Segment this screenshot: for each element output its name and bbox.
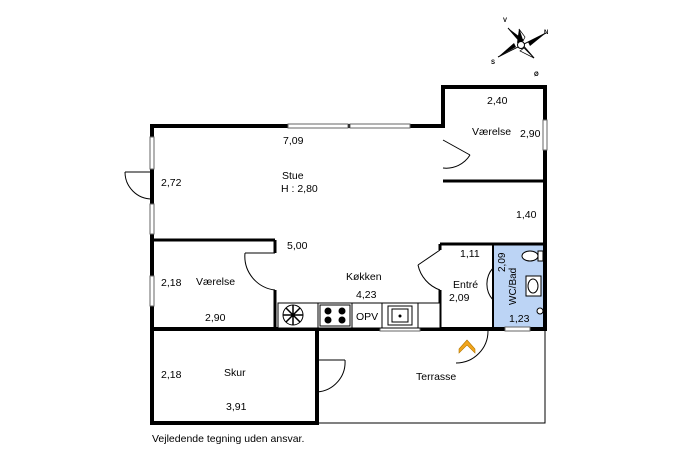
vaerelse-left-width-dim: 2,90 bbox=[205, 312, 226, 324]
stue-kokken-dim: 5,00 bbox=[287, 240, 308, 252]
terrasse-label: Terrasse bbox=[416, 371, 456, 383]
stue-width-dim: 7,09 bbox=[283, 135, 304, 147]
wc-width-dim: 1,23 bbox=[509, 313, 530, 325]
doors bbox=[124, 139, 494, 393]
vaerelse-top-label: Værelse bbox=[472, 126, 511, 138]
vaerelse-left-depth-dim: 2,18 bbox=[161, 277, 182, 289]
entre-depth-dim: 2,09 bbox=[449, 292, 470, 304]
compass-o-label: Ø bbox=[534, 72, 539, 78]
windows bbox=[149, 119, 548, 332]
entre-width-dim: 1,11 bbox=[460, 248, 480, 260]
skur-label: Skur bbox=[224, 367, 246, 379]
stove-icon bbox=[319, 304, 351, 327]
stue-height-label: H : 2,80 bbox=[281, 183, 318, 195]
stue-label: Stue bbox=[282, 170, 304, 182]
compass-s-label: S bbox=[491, 60, 495, 66]
washbasin-icon bbox=[525, 275, 542, 297]
compass-rose-icon: V N S Ø bbox=[491, 18, 548, 78]
skur-width-dim: 3,91 bbox=[226, 401, 247, 413]
compass-v-label: V bbox=[503, 18, 507, 24]
ventilation-fan-icon bbox=[282, 304, 304, 326]
corridor-depth-dim: 1,40 bbox=[516, 209, 537, 221]
toilet-icon bbox=[521, 250, 544, 262]
kokken-label: Køkken bbox=[346, 271, 382, 283]
vaerelse-left-label: Værelse bbox=[196, 276, 235, 288]
compass-n-label: N bbox=[544, 30, 548, 36]
vaerelse-top-width-dim: 2,40 bbox=[487, 95, 508, 107]
vaerelse-top-depth-dim: 2,90 bbox=[520, 128, 541, 140]
entrance-arrow-icon bbox=[458, 339, 476, 354]
skur-depth-dim: 2,18 bbox=[161, 369, 182, 381]
wc-bad-label: WC/Bad bbox=[508, 268, 519, 305]
kitchen-counter bbox=[277, 302, 441, 329]
shower-icon bbox=[536, 307, 544, 315]
terrace-outline bbox=[317, 329, 546, 424]
kokken-width-dim: 4,23 bbox=[356, 289, 377, 301]
wc-depth-dim: 2,09 bbox=[497, 252, 508, 272]
entre-label: Entré bbox=[453, 279, 478, 291]
stue-depth-dim: 2,72 bbox=[161, 177, 182, 189]
disclaimer-text: Vejledende tegning uden ansvar. bbox=[152, 433, 304, 445]
sink-icon bbox=[387, 305, 413, 326]
dishwasher-label: OPV bbox=[356, 311, 378, 323]
